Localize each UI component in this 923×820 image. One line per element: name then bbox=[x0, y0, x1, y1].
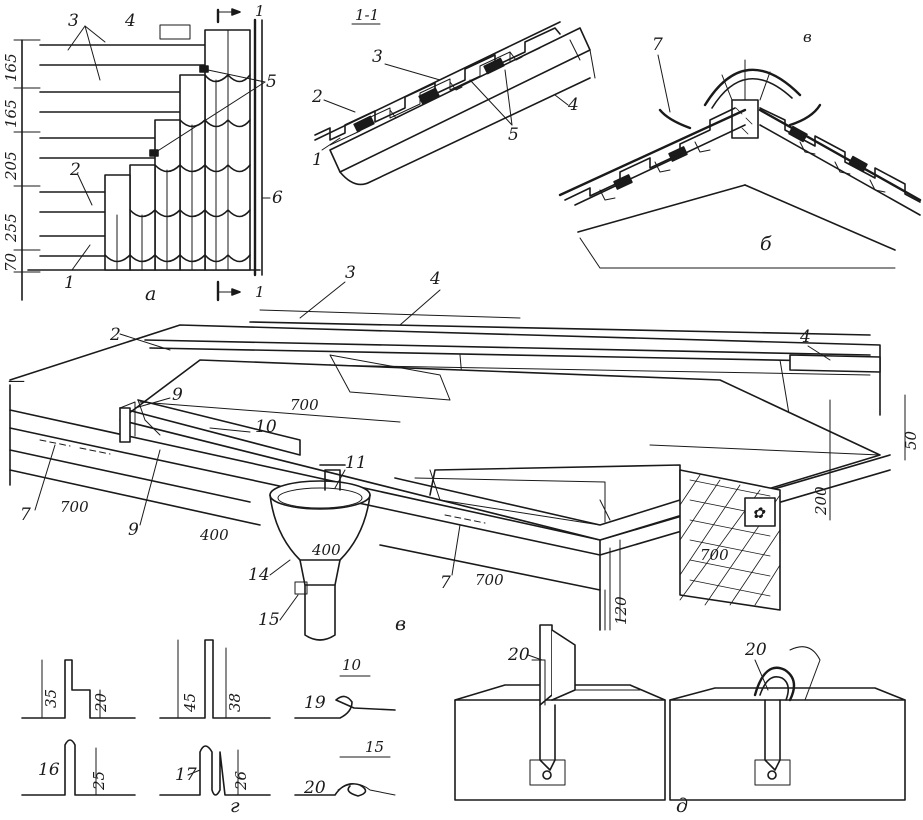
dim-a-4: 255 bbox=[2, 213, 20, 243]
callout-19: 20 bbox=[303, 778, 326, 798]
dim-v-400-funnel: 400 bbox=[311, 541, 341, 559]
dim-g-20: 20 bbox=[92, 692, 110, 713]
dim-g-45: 45 bbox=[181, 693, 199, 713]
callout-16: 16 bbox=[38, 760, 60, 780]
dim-v-700-top: 700 bbox=[290, 396, 319, 414]
callout-6-a: 6 bbox=[272, 188, 283, 208]
dim-g-15: 15 bbox=[365, 738, 384, 756]
callout-14: 14 bbox=[248, 565, 270, 585]
callout-2-s: 2 bbox=[311, 87, 323, 107]
callout-4-s: 4 bbox=[567, 95, 579, 115]
callout-4-v-top: 4 bbox=[429, 269, 441, 289]
callout-9-v-left: 7 bbox=[20, 505, 31, 525]
dim-g-10: 10 bbox=[342, 656, 362, 674]
callout-5-s: 5 bbox=[508, 125, 519, 145]
dim-v-400-left: 400 bbox=[199, 526, 229, 544]
panel-label-b: б bbox=[760, 233, 772, 255]
panel-d-clamps: 20 20 д bbox=[454, 624, 906, 817]
dim-v-700-wall: 700 bbox=[700, 546, 729, 564]
dim-v-50: 50 bbox=[902, 430, 920, 450]
dim-v-700-left: 700 bbox=[60, 498, 89, 516]
callout-4-v-right: 4 bbox=[799, 327, 811, 347]
callout-18: 19 bbox=[304, 693, 326, 713]
callout-4-a: 4 bbox=[124, 11, 136, 31]
dim-g-35: 35 bbox=[42, 689, 60, 708]
section-mark-bottom: 1 bbox=[255, 283, 265, 301]
callout-3-v: 3 bbox=[345, 263, 356, 283]
section-mark-top: 1 bbox=[255, 2, 265, 20]
callout-7-b: 7 bbox=[652, 35, 663, 55]
callout-20-right: 20 bbox=[744, 640, 767, 660]
dim-v-120: 120 bbox=[612, 596, 630, 625]
panel-label-g: г bbox=[230, 795, 240, 817]
callout-9-v-right: 7 bbox=[440, 573, 451, 593]
wall-mark: ✿ bbox=[752, 504, 766, 522]
dim-a-3: 205 bbox=[2, 151, 20, 181]
callout-5-a: 5 bbox=[266, 72, 277, 92]
callout-13: 11 bbox=[345, 453, 367, 473]
panel-g-seam-profiles: 35 20 45 38 10 19 16 25 17 26 15 20 г bbox=[21, 639, 396, 817]
callout-10: 9 bbox=[128, 520, 139, 540]
dim-v-200: 200 bbox=[812, 486, 830, 516]
dim-g-25: 25 bbox=[90, 771, 108, 791]
dim-g-26: 26 bbox=[232, 770, 250, 791]
section-title: 1-1 bbox=[355, 6, 379, 24]
dim-v-700-front: 700 bbox=[475, 571, 504, 589]
callout-17: 17 bbox=[175, 765, 197, 785]
callout-11: 9 bbox=[172, 385, 183, 405]
callout-1-a: 1 bbox=[64, 273, 75, 293]
callout-2-v: 2 bbox=[109, 325, 121, 345]
panel-label-d: д bbox=[676, 795, 688, 817]
callout-20-left: 20 bbox=[507, 645, 530, 665]
callout-15: 15 bbox=[258, 610, 280, 630]
callout-1-s: 1 bbox=[312, 150, 323, 170]
panel-top-label-v: в bbox=[803, 28, 812, 46]
dim-a-1: 165 bbox=[2, 53, 20, 82]
panel-label-v: в bbox=[395, 613, 406, 635]
dim-g-38: 38 bbox=[226, 693, 244, 712]
dim-a-2: 165 bbox=[2, 99, 20, 128]
dim-v-left: — bbox=[8, 371, 25, 391]
callout-3-a: 3 bbox=[68, 11, 79, 31]
callout-2-a: 2 bbox=[69, 160, 81, 180]
callout-3-s: 3 bbox=[372, 47, 383, 67]
dim-a-5: 70 bbox=[2, 252, 20, 272]
panel-section-1-1: 1-1 3 2 1 5 4 bbox=[311, 6, 596, 186]
panel-label-a: а bbox=[145, 283, 156, 305]
callout-12: 10 bbox=[255, 417, 277, 437]
panel-v-gutter-isometric: ✿ — 2 3 4 4 9 10 11 7 9 1 bbox=[8, 263, 920, 641]
panel-b-ridge: в 7 б bbox=[558, 28, 922, 269]
panel-a-tile-layout: 165 165 205 255 70 bbox=[2, 2, 283, 305]
